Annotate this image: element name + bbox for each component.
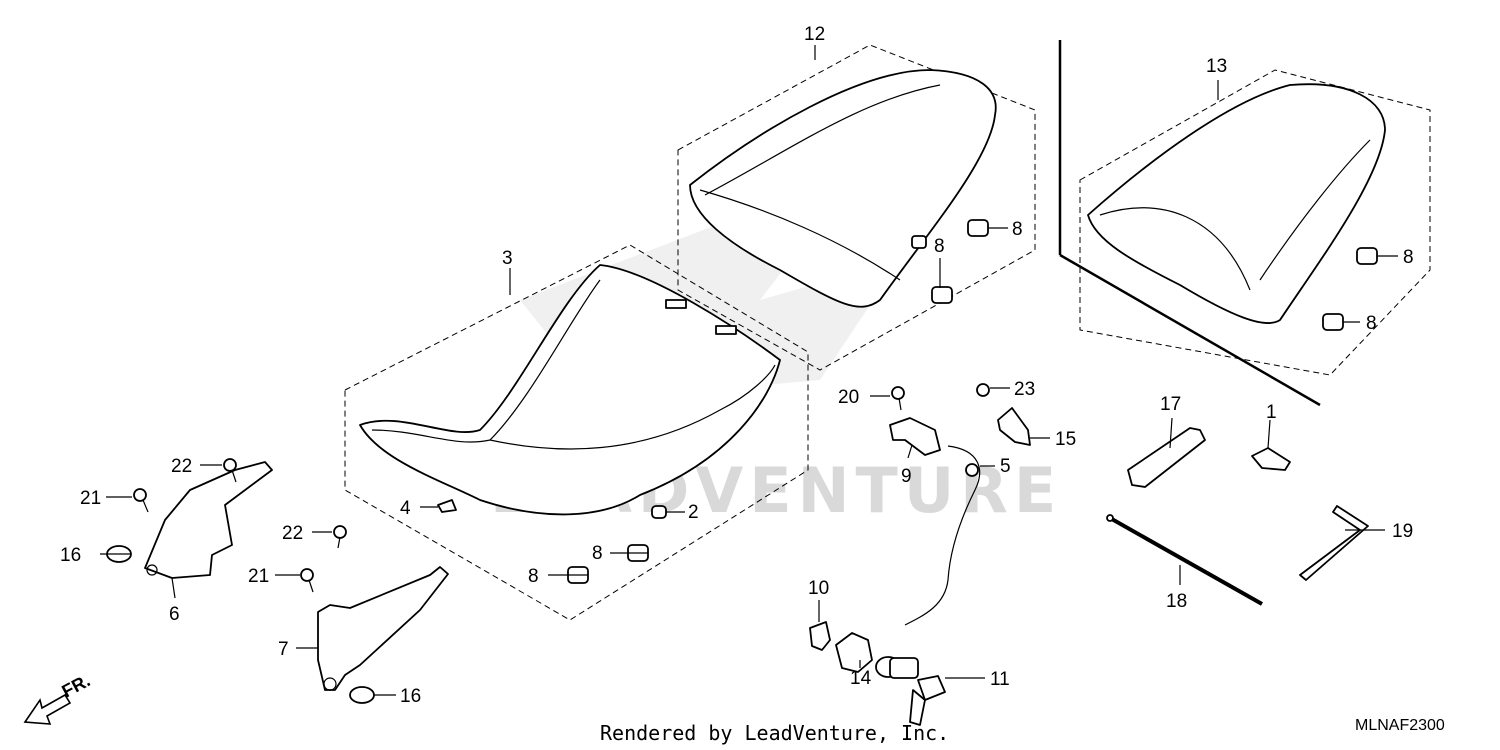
callout-19: 19	[1392, 521, 1413, 542]
seat-hook-15	[997, 407, 1031, 446]
group-box-rear-seat	[677, 44, 1036, 371]
front-arrow-label: FR.	[58, 670, 93, 701]
callout-1: 1	[1266, 402, 1277, 423]
seat-lock-cable-5	[904, 445, 981, 626]
callout-21a: 21	[80, 488, 101, 509]
rear-seat	[689, 69, 997, 308]
seat-cowl	[1087, 83, 1386, 324]
callout-12: 12	[804, 24, 825, 45]
clip-10	[809, 621, 831, 651]
callout-6: 6	[169, 604, 180, 625]
cushion-2	[651, 505, 667, 519]
seat-latch-9	[889, 417, 941, 456]
key-cylinder-11	[875, 656, 946, 726]
callout-8d: 8	[1012, 219, 1023, 240]
group-box-seat-cowl	[1079, 69, 1431, 376]
callout-18: 18	[1166, 591, 1187, 612]
callout-7: 7	[278, 639, 289, 660]
callout-17: 17	[1160, 394, 1181, 415]
callout-14: 14	[850, 668, 872, 689]
callout-11: 11	[990, 669, 1010, 690]
callout-13: 13	[1206, 56, 1227, 77]
callout-5: 5	[1000, 456, 1011, 477]
main-seat	[359, 264, 781, 516]
leader-lines	[100, 45, 1398, 696]
clip-4	[437, 499, 457, 513]
front-arrow: FR.	[23, 670, 93, 725]
seat-bracket-right	[317, 566, 449, 691]
group-box-seat	[344, 244, 809, 621]
hex-wrench-19	[1299, 505, 1369, 581]
plate-14	[835, 632, 873, 673]
part-1	[1251, 447, 1291, 471]
callout-3: 3	[502, 248, 513, 269]
callout-22a: 22	[171, 456, 192, 477]
seat-bracket-left	[144, 461, 273, 579]
callout-20: 20	[838, 387, 859, 408]
callout-8c: 8	[934, 236, 945, 257]
callout-10: 10	[808, 578, 829, 599]
footer-credit: Rendered by LeadVenture, Inc.	[600, 721, 949, 745]
callout-4: 4	[400, 498, 411, 519]
diagram-code: MLNAF2300	[1355, 717, 1445, 734]
callout-9: 9	[901, 466, 912, 487]
grip-17	[1127, 427, 1206, 488]
callout-15: 15	[1055, 429, 1076, 450]
bolts	[133, 383, 990, 593]
callout-8b: 8	[592, 543, 603, 564]
callout-21b: 21	[248, 566, 269, 587]
callout-2: 2	[688, 502, 699, 523]
separator-line-diag	[1059, 253, 1321, 407]
callout-8a: 8	[528, 566, 539, 587]
callout-16b: 16	[400, 686, 421, 707]
callout-23: 23	[1014, 379, 1035, 400]
tool-rod-18	[1109, 516, 1263, 606]
callout-16a: 16	[60, 545, 81, 566]
callout-8e: 8	[1403, 247, 1414, 268]
grommet-16b	[349, 686, 375, 704]
callout-8f: 8	[1366, 313, 1377, 334]
callout-22b: 22	[282, 523, 303, 544]
